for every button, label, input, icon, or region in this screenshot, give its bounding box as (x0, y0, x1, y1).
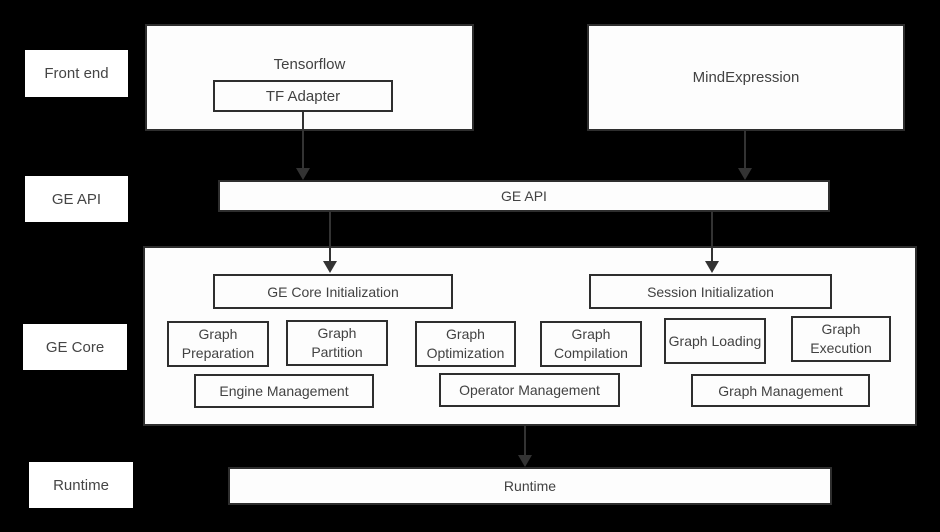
graph-optimization-box: Graph Optimization (415, 321, 516, 367)
row-label-ge-api: GE API (25, 176, 128, 222)
tf-adapter-box: TF Adapter (213, 80, 393, 112)
arrow-head-icon (705, 261, 719, 273)
arrow-head-icon (738, 168, 752, 180)
ge-api-bar: GE API (218, 180, 830, 212)
arrow-ge-api-to-session-initialization (705, 212, 719, 273)
runtime-bar: Runtime (228, 467, 832, 505)
mindexpression-box: MindExpression (587, 24, 905, 131)
arrow-head-icon (296, 168, 310, 180)
engine-management-box: Engine Management (194, 374, 374, 408)
arrow-shaft (329, 212, 331, 261)
row-label-front-end: Front end (25, 50, 128, 97)
graph-management-box: Graph Management (691, 374, 870, 407)
ge-core-initialization-box: GE Core Initialization (213, 274, 453, 309)
graph-execution-box: Graph Execution (791, 316, 891, 362)
graph-compilation-box: Graph Compilation (540, 321, 642, 367)
arrow-shaft (711, 212, 713, 261)
graph-partition-box: Graph Partition (286, 320, 388, 366)
arrow-tf-adapter-to-ge-api (296, 112, 310, 180)
arrow-shaft (744, 131, 746, 168)
graph-preparation-box: Graph Preparation (167, 321, 269, 367)
arrow-shaft (302, 112, 304, 168)
arrow-head-icon (323, 261, 337, 273)
arrow-mindexpression-to-ge-api (738, 131, 752, 180)
arrow-ge-api-to-ge-core-initialization (323, 212, 337, 273)
graph-loading-box: Graph Loading (664, 318, 766, 364)
session-initialization-box: Session Initialization (589, 274, 832, 309)
arrow-shaft (524, 426, 526, 455)
operator-management-box: Operator Management (439, 373, 620, 407)
row-label-ge-core: GE Core (23, 324, 127, 370)
arrow-head-icon (518, 455, 532, 467)
tensorflow-label: Tensorflow (273, 56, 346, 73)
row-label-runtime: Runtime (29, 462, 133, 508)
arrow-ge-core-to-runtime (518, 426, 532, 467)
tensorflow-box: Tensorflow (145, 24, 474, 131)
